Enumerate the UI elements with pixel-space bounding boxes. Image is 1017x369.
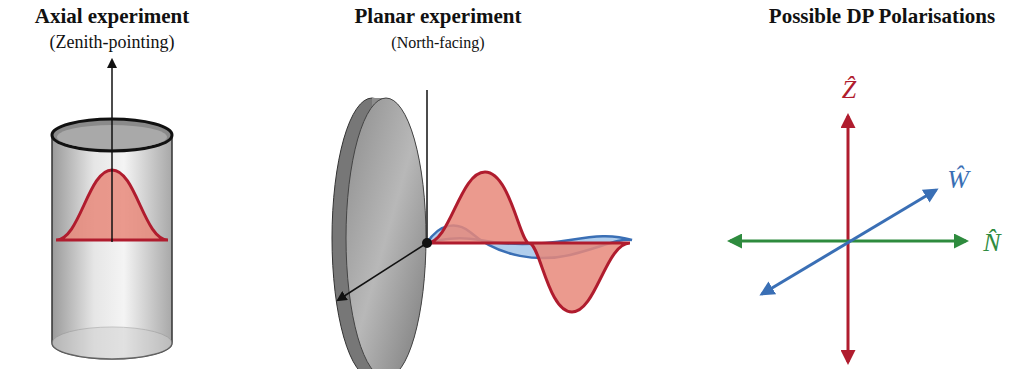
panel-subheading: (Zenith-pointing) — [50, 33, 175, 53]
panel-heading: Planar experiment — [355, 5, 522, 28]
panel-heading: Axial experiment — [35, 5, 190, 28]
panel-subheading: (North-facing) — [391, 34, 484, 52]
axis-label: Ŵ — [947, 166, 969, 195]
panel-heading: Possible DP Polarisations — [769, 5, 995, 28]
cylinder — [52, 60, 172, 359]
polarisation-axes — [730, 116, 966, 362]
axis-label: N̂ — [983, 229, 1000, 258]
planar-plate — [332, 90, 632, 369]
axis-label: Ẑ — [842, 76, 856, 105]
